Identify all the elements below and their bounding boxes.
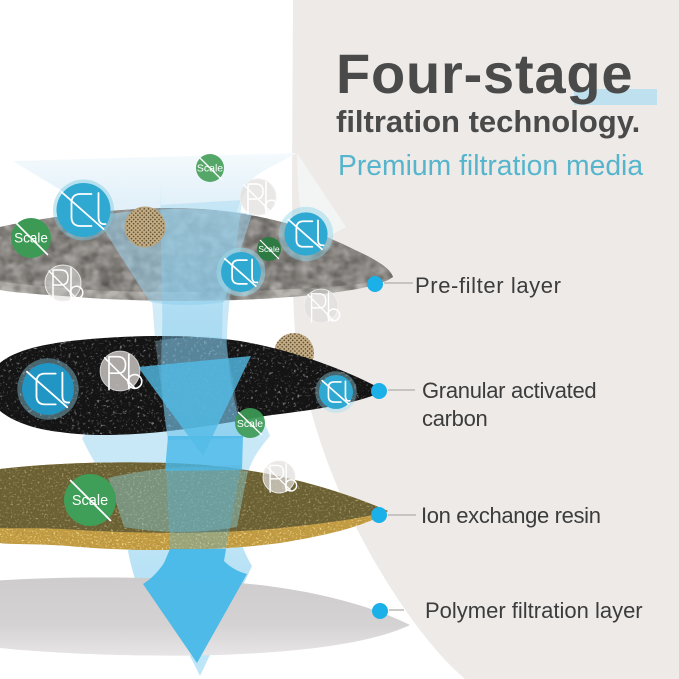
svg-text:Premium filtration media: Premium filtration media — [338, 149, 643, 181]
svg-text:carbon: carbon — [422, 406, 487, 431]
svg-text:filtration technology.: filtration technology. — [336, 104, 640, 139]
svg-text:Ion exchange resin: Ion exchange resin — [421, 503, 601, 528]
svg-text:Pre-filter layer: Pre-filter layer — [415, 273, 562, 298]
svg-text:Four-stage: Four-stage — [336, 42, 633, 105]
svg-text:Granular activated: Granular activated — [422, 378, 596, 403]
svg-text:Polymer filtration layer: Polymer filtration layer — [425, 598, 643, 623]
